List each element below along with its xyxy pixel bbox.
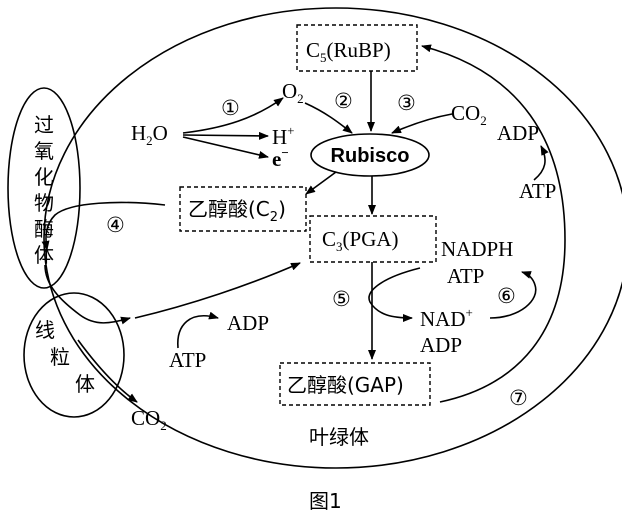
peroxisome-char-3: 化 [34, 165, 54, 189]
mitochondria-char-1: 线 [35, 318, 55, 342]
step-3: ③ [397, 91, 416, 115]
co2-bottom-main: CO [131, 406, 160, 430]
peroxisome-char-6: 体 [34, 243, 54, 267]
o2-o: O [282, 79, 297, 103]
c5-label-rest: (RuBP) [327, 38, 391, 62]
arrow-nadph-consume [368, 267, 421, 322]
eminus-e: e [272, 147, 281, 171]
gap-box [279, 362, 431, 406]
svg-text:O2: O2 [282, 79, 304, 106]
peroxisome-char-2: 氧 [34, 139, 54, 163]
svg-text:H2O: H2O [131, 121, 168, 148]
figure-caption: 图1 [309, 489, 342, 513]
c3-label-rest: (PGA) [343, 227, 399, 251]
svg-text:e−: e− [272, 145, 289, 171]
arrow-o2-rubisco [304, 102, 353, 134]
arrow-c2-peroxisome [41, 201, 166, 251]
co2-top-sub: 2 [480, 113, 487, 128]
hplus-sup: + [287, 123, 294, 138]
peroxisome-char-1: 过 [34, 113, 54, 137]
step-5: ⑤ [332, 287, 351, 311]
nadph-label: NADPH [441, 237, 513, 261]
peroxisome-char-5: 酶 [34, 217, 54, 241]
arrow-regenerate-nadph [489, 271, 537, 319]
co2-bottom-sub: 2 [160, 418, 167, 433]
step-6: ⑥ [497, 284, 516, 308]
co2-top-main: CO [451, 101, 480, 125]
arrow-atp-adp-mid [177, 311, 219, 349]
arrow-co2-rubisco [391, 113, 453, 134]
arrow-atp-adp-top [533, 145, 549, 181]
svg-text:CO2: CO2 [131, 406, 167, 433]
chloroplast-outline [43, 7, 622, 469]
step-7: ⑦ [509, 386, 528, 410]
nad-sup: + [466, 305, 473, 320]
glycolate-c2-box [179, 186, 307, 232]
atp-mid: ATP [169, 348, 206, 372]
arrow-rubisco-c2 [305, 171, 337, 195]
chloroplast-label: 叶绿体 [309, 425, 369, 449]
c3-label-sub: 3 [336, 239, 343, 254]
arrow-h2o-hplus [182, 131, 269, 140]
svg-text:H+: H+ [272, 123, 295, 149]
arrow-mitochondria-co2 [77, 339, 138, 403]
mitochondria-char-2: 粒 [50, 345, 70, 369]
eminus-sup: − [281, 145, 288, 160]
o2-sub: 2 [297, 91, 304, 106]
svg-text:C3(PGA): C3(PGA) [322, 227, 399, 254]
adp-mid: ADP [227, 311, 269, 335]
peroxisome-char-4: 物 [34, 191, 54, 215]
c5-label-main: C [306, 38, 320, 62]
arrow-h2o-o2 [182, 97, 284, 134]
arrow-h2o-eminus [182, 136, 269, 159]
rubisco-label: Rubisco [331, 145, 410, 167]
h2o-o: O [153, 121, 168, 145]
atp-right: ATP [447, 264, 484, 288]
rubisco-node [310, 133, 430, 177]
c2-label-post: ) [278, 197, 286, 221]
gap-label: 乙醇酸(GAP) [287, 373, 404, 397]
svg-text:乙醇酸(C2): 乙醇酸(C2) [188, 197, 286, 225]
c5-box [296, 24, 418, 72]
step-4: ④ [106, 213, 125, 237]
adp-right: ADP [420, 333, 462, 357]
step-1: ① [221, 96, 240, 120]
nad-main: NAD [420, 307, 466, 331]
hplus-h: H [272, 125, 287, 149]
svg-text:CO2: CO2 [451, 101, 487, 128]
c2-label-pre: 乙醇酸(C [188, 197, 270, 221]
mitochondria-outline [23, 292, 125, 418]
step-2: ② [334, 89, 353, 113]
c3-label-main: C [322, 227, 336, 251]
svg-text:C5(RuBP): C5(RuBP) [306, 38, 391, 65]
c5-label-sub: 5 [320, 50, 327, 65]
c2-label-sub: 2 [270, 210, 278, 225]
h2o-sub: 2 [146, 133, 153, 148]
adp-top: ADP [497, 121, 539, 145]
peroxisome-outline [7, 87, 81, 289]
mitochondria-char-3: 体 [75, 372, 95, 396]
svg-text:NAD+: NAD+ [420, 305, 473, 331]
h2o-h: H [131, 121, 146, 145]
atp-top: ATP [519, 179, 556, 203]
arrow-gap-to-c5 [421, 44, 566, 403]
c3-pga-box [309, 215, 437, 263]
arrow-peroxisome-mitochondria [44, 264, 131, 325]
arrow-mitochondria-c3 [134, 262, 301, 319]
